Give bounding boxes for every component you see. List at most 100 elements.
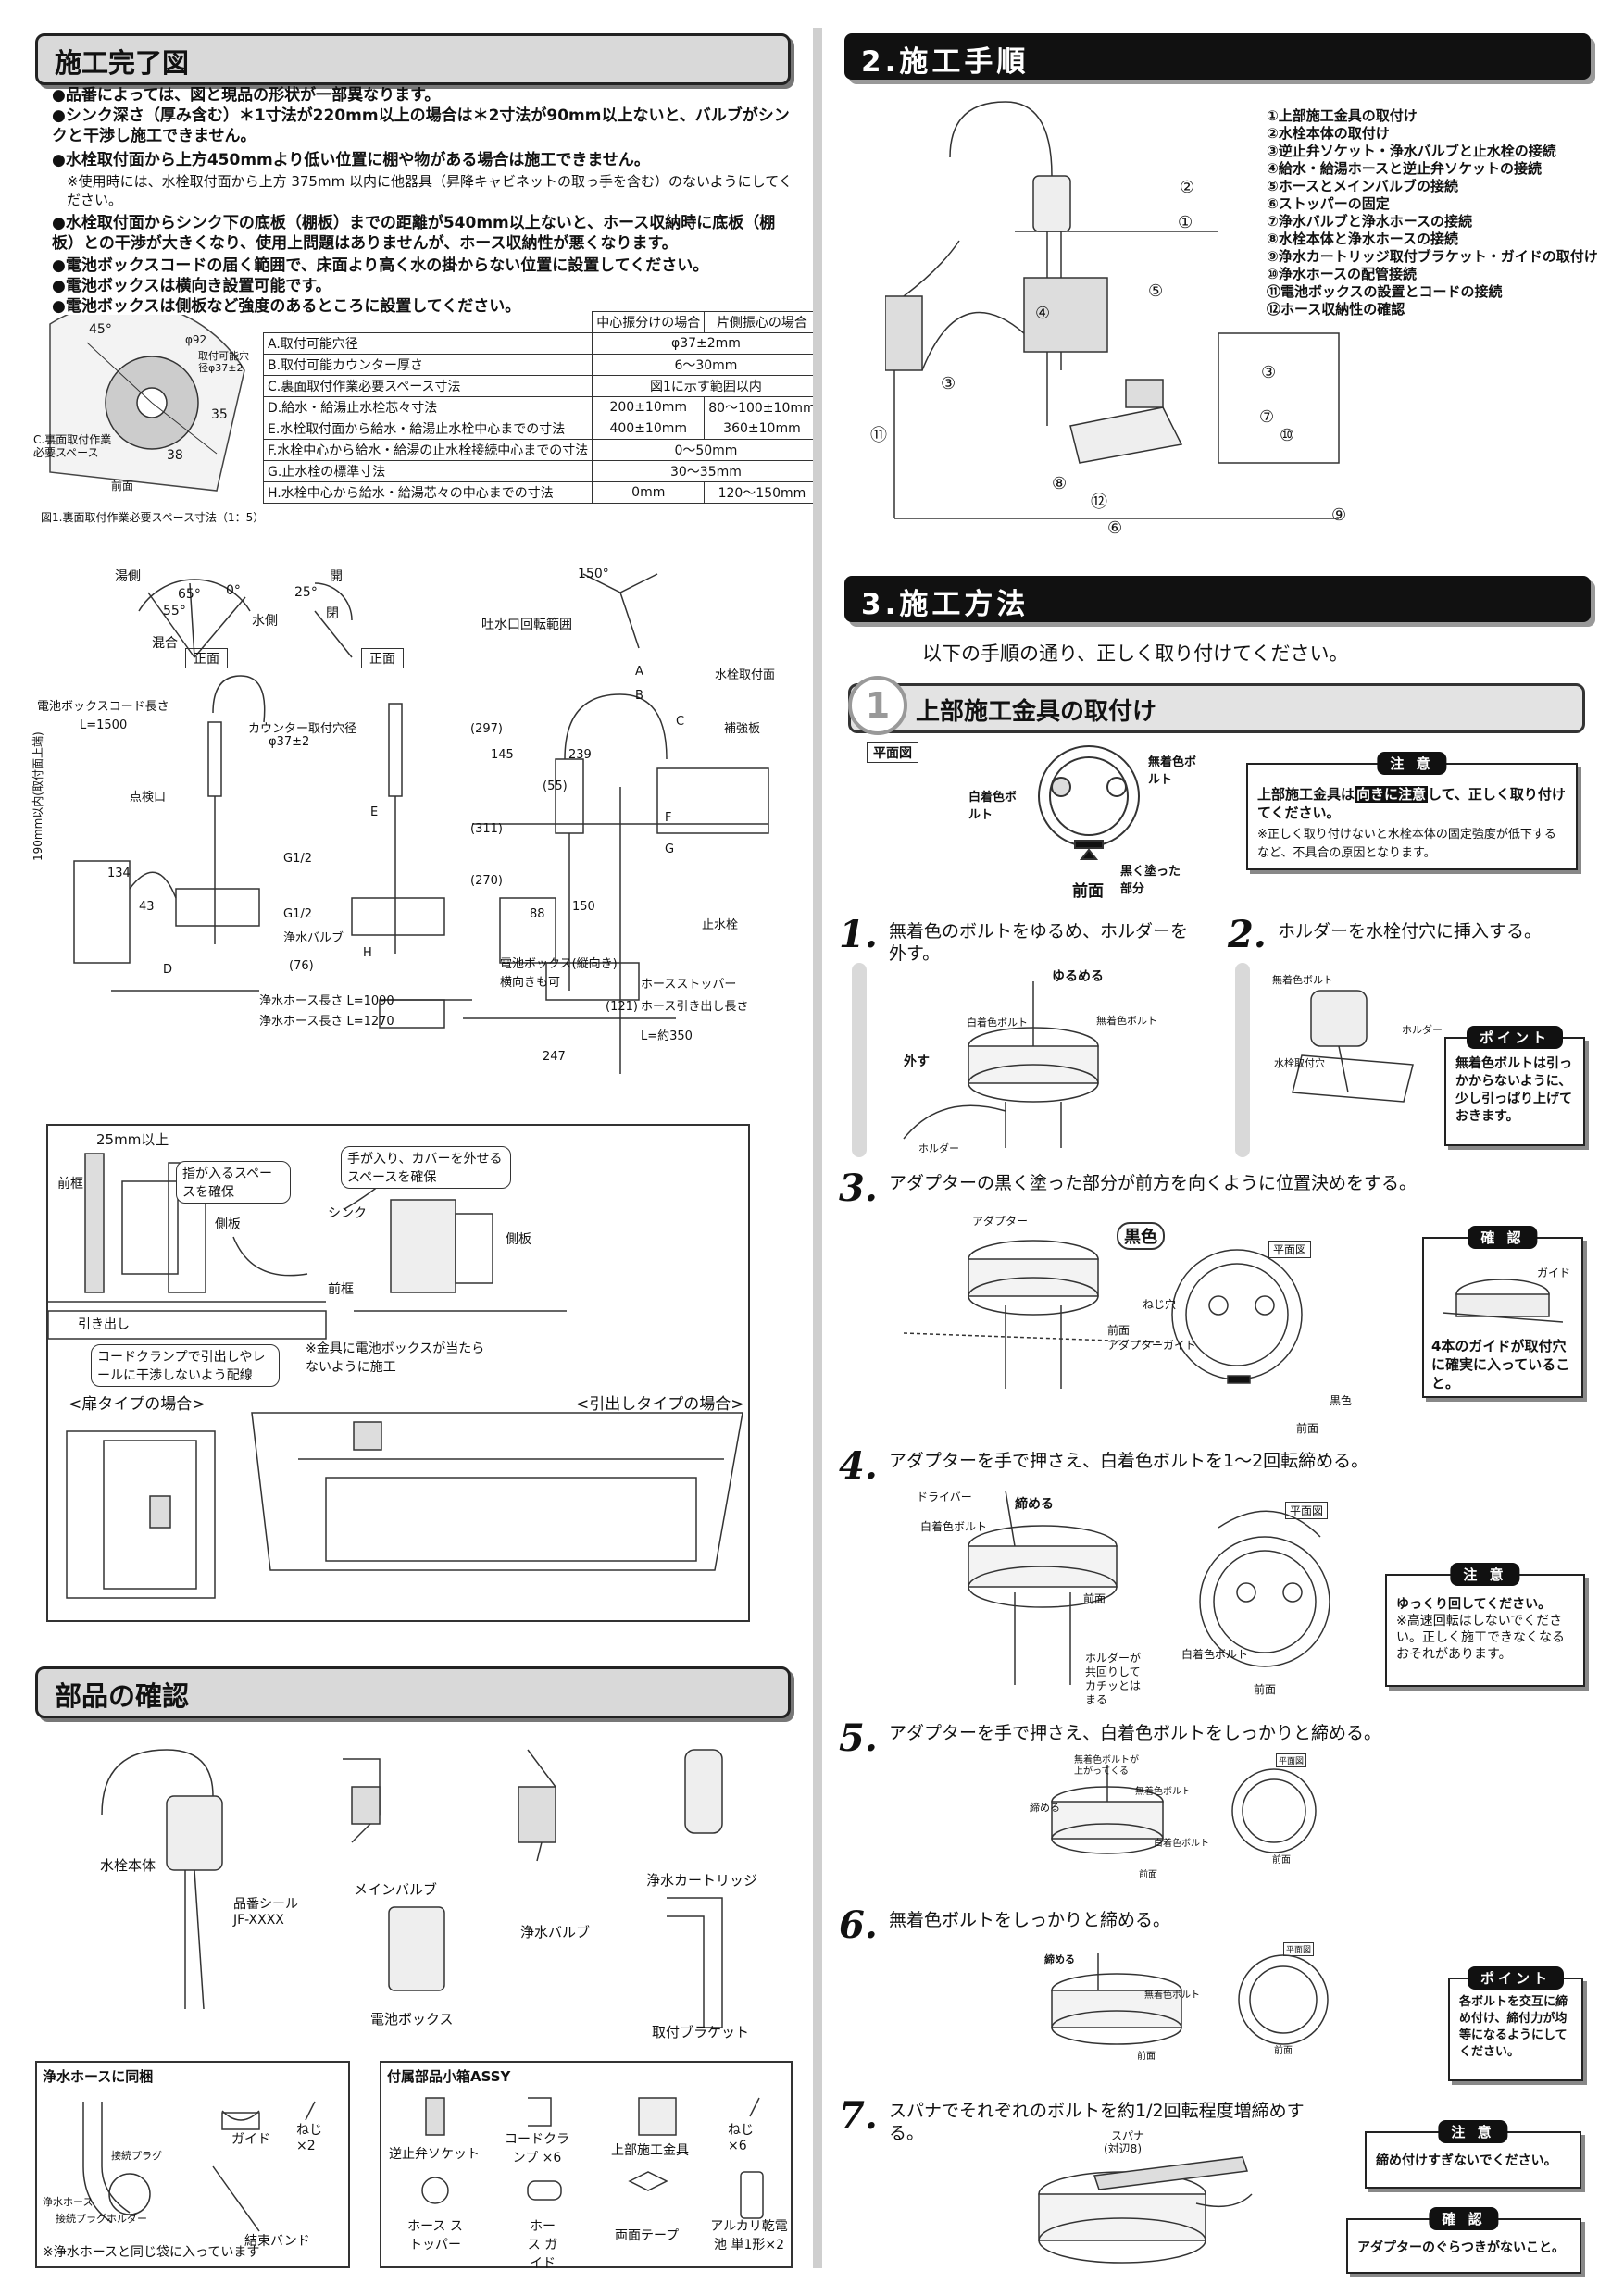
step-2-number: 2. — [1228, 913, 1267, 956]
detail-label: 指が入るスペースを確保 — [176, 1161, 291, 1204]
table-header: 片側振心の場合 — [704, 311, 820, 333]
plan-clear-bolt: 無着色ボルト — [1148, 755, 1197, 787]
plan-front: 前面 — [1072, 882, 1104, 901]
step-4-label: 白着色ボルト — [920, 1520, 988, 1533]
dimension-drawing — [73, 573, 769, 1074]
dim-label: G1/2 — [283, 907, 312, 921]
step-1-bar — [852, 963, 867, 1157]
dim-label: ホース引き出し長さ — [641, 1000, 749, 1014]
dim-label: 電池ボックスコード長さ — [37, 700, 169, 714]
part-bracket: 取付ブラケット — [652, 2024, 750, 2040]
step-1-number: 1. — [839, 913, 878, 956]
step-7-text: スパナでそれぞれのボルトを約1/2回転程度増締めする。 — [889, 2101, 1305, 2143]
procedure-step: ③逆止弁ソケット・浄水バルブと止水栓の接続 — [1267, 143, 1556, 159]
dim-label: 電池ボックス(縦向き) — [500, 957, 618, 971]
step-6-label: 前面 — [1137, 2052, 1156, 2062]
table-cell: A.取付可能穴径 — [262, 332, 593, 355]
caution-tag: 注 意 — [1438, 2120, 1508, 2143]
completion-title: 施工完了図 — [55, 47, 190, 79]
detail-label: 前框 — [328, 1282, 354, 1297]
table-cell: D.給水・給湯止水栓芯々寸法 — [262, 396, 593, 418]
caution-tag: 注 意 — [1377, 752, 1447, 775]
detail-label: 手が入り、カバーを外せるスペースを確保 — [341, 1146, 511, 1189]
caution-lead: 上部施工金具は — [1257, 786, 1355, 803]
dim-label: L=約350 — [641, 1029, 693, 1043]
step-6-number: 6. — [839, 1903, 878, 1947]
point-body: 無着色ボルトは引っかからないように、少し引っぱり上げておきます。 — [1455, 1056, 1572, 1124]
table-cell: B.取付可能カウンター厚さ — [262, 354, 593, 376]
hose-box-title: 浄水ホースに同梱 — [43, 2068, 154, 2085]
bullet-4: ●水栓取付面からシンク下の底板（棚板）までの距離が540mm以上ないと、ホース収… — [52, 214, 776, 253]
front-label-2: 正面 — [361, 648, 404, 668]
small-box-drawing — [421, 2097, 764, 2219]
step-1-drawing — [903, 981, 1099, 1148]
dim-label: 134 — [107, 867, 131, 880]
dim-label: E — [370, 805, 379, 819]
table-cell: H.水栓中心から給水・給湯芯々の中心までの寸法 — [262, 481, 593, 504]
fig1-label-35: 35 — [211, 407, 228, 422]
dim-label: 水側 — [252, 614, 278, 629]
small-item-battery: アルカリ乾電池 単1形×2 — [710, 2219, 788, 2252]
caution-body: ゆっくり回してください。 ※高速回転はしないでください。正しく施工できなくなるお… — [1387, 1576, 1583, 1670]
detail-label: 引き出し — [78, 1317, 130, 1332]
detail-label: 前框 — [57, 1177, 83, 1192]
hose-item-holder: 接続プラグホルダー — [56, 2213, 147, 2225]
procedure-drawing — [885, 101, 1340, 519]
caution-box-7: 注 意 締め付けすぎないでください。 — [1365, 2120, 1581, 2189]
step-3-drawing — [904, 1240, 1303, 1389]
hose-box-drawing — [82, 2101, 316, 2232]
step-6-label: 締める — [1044, 1953, 1075, 1965]
part-cartridge: 浄水カートリッジ — [646, 1872, 758, 1889]
step-6-drawing — [1051, 1953, 1329, 2045]
dim-label: 145 — [491, 748, 514, 762]
hose-item-screw: ねじ ×2 — [296, 2123, 322, 2153]
procedure-step: ②水栓本体の取付け — [1267, 125, 1390, 142]
dim-label: φ37±2 — [269, 735, 310, 749]
dim-label: 閉 — [326, 606, 339, 621]
table-cell: φ37±2mm — [592, 332, 820, 355]
callout-1: ① — [1178, 213, 1193, 232]
confirm-text: 4本のガイドが取付穴に確実に入っていること。 — [1431, 1338, 1570, 1391]
bullet-6: ●電池ボックスは横向き設置可能です。 — [52, 277, 331, 295]
step-2-drawing — [1292, 990, 1414, 1103]
small-item-upper-bracket: 上部施工金具 — [611, 2143, 689, 2158]
plan-black-part: 黒く塗った部分 — [1120, 865, 1181, 896]
callout-3b: ③ — [1261, 363, 1277, 382]
step-5-label: 無着色ボルト — [1135, 1787, 1191, 1797]
procedure-step: ⑫ホース収納性の確認 — [1267, 301, 1405, 318]
bullet-note: ※使用時には、水栓取付面から上方 375mm 以内に他器具（昇降キャビネットの取… — [67, 173, 793, 208]
table-cell: 0mm — [592, 481, 706, 504]
small-box-title: 付属部品小箱ASSY — [387, 2068, 511, 2085]
dim-label: C — [676, 715, 685, 729]
step-3-label: 前面 — [1296, 1422, 1319, 1435]
step-3-label: アダプター — [972, 1215, 1029, 1228]
bullet-5: ●電池ボックスコードの届く範囲で、床面より高く水の掛からない位置に設置してくださ… — [52, 256, 709, 275]
step-6-label: 無着色ボルト — [1144, 1990, 1200, 2001]
door-type-label: <扉タイプの場合> — [69, 1395, 206, 1414]
table-cell: 0〜50mm — [592, 439, 820, 461]
confirm-guide-label: ガイド — [1537, 1267, 1571, 1279]
dim-label: カウンター取付穴径 — [248, 722, 357, 736]
dim-label: 浄水バルブ — [283, 931, 344, 945]
step-6-label: 平面図 — [1283, 1942, 1315, 1956]
parts-title: 部品の確認 — [55, 1680, 190, 1712]
dim-label: 0° — [226, 583, 241, 598]
left-column: 施工完了図 ●品番によっては、図と現品の形状が一部異なります。 ●シンク深さ（厚… — [0, 0, 820, 2296]
dim-label: (55) — [543, 780, 568, 793]
table-row: C.裏面取付作業必要スペース寸法図1に示す範囲以内 — [262, 375, 820, 397]
subsection-title: 上部施工金具の取付け — [916, 698, 1157, 726]
table-cell: F.水栓中心から給水・給湯の止水栓接続中心までの寸法 — [262, 439, 593, 461]
step-4-drawing — [968, 1490, 1330, 1685]
part-filter-valve: 浄水バルブ — [520, 1924, 591, 1940]
table-cell: 360±10mm — [704, 418, 820, 440]
fig1-label-space: C.裏面取付作業必要スペース — [33, 433, 112, 459]
confirm-drawing — [1443, 1279, 1563, 1323]
step-4-text: アダプターを手で押さえ、白着色ボルトを1〜2回転締める。 — [889, 1451, 1369, 1471]
callout-9: ⑨ — [1331, 505, 1347, 525]
step-5-drawing — [1051, 1765, 1317, 1854]
table-cell: 400±10mm — [592, 418, 706, 440]
